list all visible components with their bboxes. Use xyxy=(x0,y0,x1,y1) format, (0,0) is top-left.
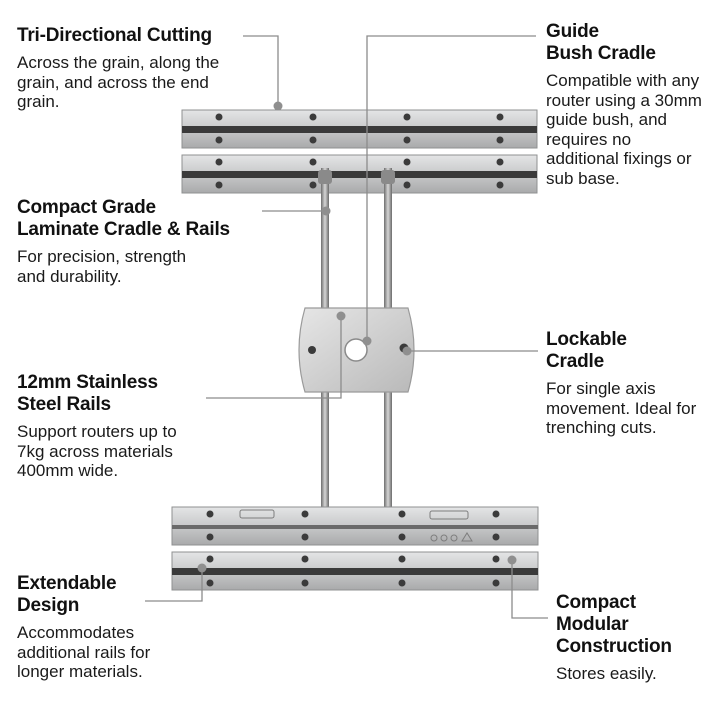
laminate-title-line2: Laminate Cradle & Rails xyxy=(17,219,230,240)
lockable-title-line1: Lockable xyxy=(546,329,627,350)
modular-title-line3: Construction xyxy=(556,636,672,657)
callout-tri-directional: Tri-Directional Cutting Across the grain… xyxy=(17,25,247,112)
callout-extendable: Extendable Design Accommodates additiona… xyxy=(17,573,177,682)
callout-modular: Compact Modular Construction Stores easi… xyxy=(556,592,706,684)
laminate-title: Compact Grade Laminate Cradle & Rails xyxy=(17,197,277,241)
leader-guide-bush xyxy=(366,35,536,341)
steel-rails-title-line2: Steel Rails xyxy=(17,394,111,415)
callout-lockable: Lockable Cradle For single axis movement… xyxy=(546,329,706,438)
modular-title: Compact Modular Construction xyxy=(556,592,706,658)
leader-extendable xyxy=(145,568,203,602)
lockable-title-line2: Cradle xyxy=(546,351,604,372)
modular-title-line1: Compact xyxy=(556,592,636,613)
cradle-plate xyxy=(298,307,415,393)
callout-laminate: Compact Grade Laminate Cradle & Rails Fo… xyxy=(17,197,277,286)
tri-directional-body: Across the grain, along the grain, and a… xyxy=(17,53,220,111)
extendable-body: Accommodates additional rails for longer… xyxy=(17,623,151,681)
guide-bush-title-line2: Bush Cradle xyxy=(546,43,656,64)
top-rail-2 xyxy=(181,154,538,194)
top-rail-1 xyxy=(181,109,538,149)
leader-modular xyxy=(511,560,548,619)
guide-bush-body: Compatible with any router using a 30mm … xyxy=(546,71,702,188)
guide-bush-title: Guide Bush Cradle xyxy=(546,21,711,65)
bottom-rail-2 xyxy=(171,551,539,591)
leader-tri-directional xyxy=(243,35,279,106)
leader-lines xyxy=(145,35,548,619)
steel-rails-title: 12mm Stainless Steel Rails xyxy=(17,372,217,416)
extendable-title-line2: Design xyxy=(17,595,80,616)
steel-rails-title-line1: 12mm Stainless xyxy=(17,372,158,393)
extendable-title-line1: Extendable xyxy=(17,573,117,594)
laminate-body: For precision, strength and durability. xyxy=(17,247,187,286)
tri-directional-title: Tri-Directional Cutting xyxy=(17,25,212,46)
callout-guide-bush: Guide Bush Cradle Compatible with any ro… xyxy=(546,21,711,188)
leader-steel-rails xyxy=(206,316,342,399)
laminate-title-line1: Compact Grade xyxy=(17,197,156,218)
lockable-title: Lockable Cradle xyxy=(546,329,706,373)
leader-dots xyxy=(197,101,517,573)
modular-title-line2: Modular xyxy=(556,614,629,635)
modular-body: Stores easily. xyxy=(556,664,657,683)
extendable-title: Extendable Design xyxy=(17,573,177,617)
lockable-body: For single axis movement. Ideal for tren… xyxy=(546,379,697,437)
guide-bush-title-line1: Guide xyxy=(546,21,599,42)
bottom-rail-1 xyxy=(171,506,539,546)
steel-rails-body: Support routers up to 7kg across materia… xyxy=(17,422,177,480)
callout-steel-rails: 12mm Stainless Steel Rails Support route… xyxy=(17,372,217,481)
